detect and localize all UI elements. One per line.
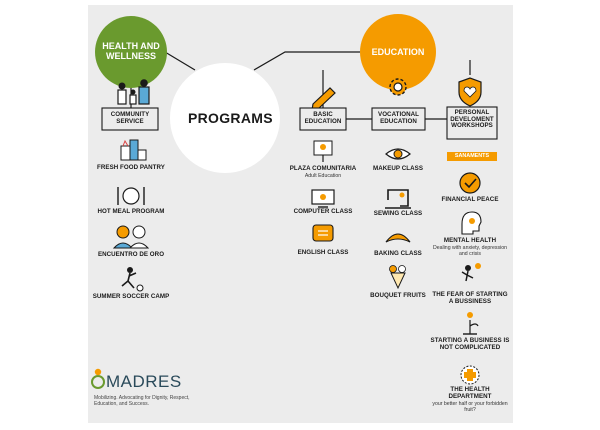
bouquet-fruits-label: BOUQUET FRUITS <box>370 292 426 299</box>
graduation-teacher-icon <box>313 140 333 162</box>
sewing-machine-icon <box>385 189 411 209</box>
madres-logo-text: MADRES <box>106 372 182 391</box>
makeup-class-label: MAKEUP CLASS <box>373 165 423 172</box>
elderly-couple-icon <box>112 225 150 249</box>
programs-title: PROGRAMS <box>188 110 273 126</box>
mental-health-sub: Dealing with anxiety, depression and cri… <box>432 245 507 258</box>
baking-class-label: BAKING CLASS <box>374 250 422 257</box>
community-service-box <box>101 107 159 131</box>
fear-figure-icon <box>461 263 481 282</box>
fear-of-starting-business-label: THE FEAR OF STARTING A BUSSINESS <box>432 291 508 305</box>
basic-education-box <box>299 107 347 131</box>
sanaments-badge: SANAMENTS <box>447 152 497 161</box>
gear-icon <box>389 78 407 96</box>
computer-class-label: COMPUTER CLASS <box>293 208 353 215</box>
sewing-class-label: SEWING CLASS <box>373 210 423 217</box>
eye-makeup-icon <box>385 148 411 160</box>
mental-health-label: MENTAL HEALTH <box>443 237 497 244</box>
education-circle <box>360 14 436 90</box>
summer-soccer-camp-label: SUMMER SOCCER CAMP <box>92 293 170 300</box>
family-icon <box>117 79 150 105</box>
plaza-comunitaria-sub: Adult Education <box>304 173 342 179</box>
health-cross-icon <box>460 365 480 385</box>
hot-meal-program-label: HOT MEAL PROGRAM <box>97 208 165 215</box>
health-title: HEALTH AND WELLNESS <box>102 41 160 62</box>
groceries-icon <box>120 139 147 161</box>
soccer-player-icon <box>121 267 144 292</box>
programs-circle <box>170 63 280 173</box>
vocational-education-box <box>371 107 426 131</box>
plate-cutlery-icon <box>117 187 145 205</box>
speech-bubble-icon <box>312 224 334 242</box>
fresh-food-pantry-label: FRESH FOOD PANTRY <box>97 164 165 171</box>
checkmark-circle-icon <box>459 172 481 194</box>
head-mind-icon <box>461 211 482 235</box>
personal-development-box <box>446 106 498 140</box>
growing-money-icon <box>463 312 479 335</box>
croissant-icon <box>385 233 411 243</box>
education-title: EDUCATION <box>371 47 425 57</box>
plaza-comunitaria-label: PLAZA COMUNITARIA <box>289 165 357 172</box>
shield-heart-icon <box>458 77 482 107</box>
health-circle <box>95 16 167 88</box>
connector-programs-education <box>253 51 360 71</box>
basic-education-label: BASIC EDUCATION <box>304 111 342 125</box>
personal-development-label: PERSONAL DEVELOMENT WORKSHOPS <box>450 109 494 129</box>
madres-tagline: Mobilizing. Advocating for Dignity, Resp… <box>94 395 190 408</box>
health-department-label: THE HEALTH DEPARTMENT <box>448 386 492 400</box>
madres-logo-icon <box>91 368 105 389</box>
health-department-sub: your better half or your forbidden fruit… <box>432 401 508 414</box>
financial-peace-label: FINANCIAL PEACE <box>441 196 499 203</box>
connector-health-programs <box>164 51 196 71</box>
computer-icon <box>311 189 335 208</box>
fruit-bouquet-icon <box>389 265 406 290</box>
starting-business-label: STARTING A BUSINESS IS NOT COMPLICATED <box>430 337 510 351</box>
community-service-label: COMMUNITY SERVICE <box>110 111 150 125</box>
encuentro-de-oro-label: ENCUENTRO DE ORO <box>97 251 165 258</box>
english-class-label: ENGLISH CLASS <box>297 249 349 256</box>
vocational-education-label: VOCATIONAL EDUCATION <box>378 111 419 125</box>
